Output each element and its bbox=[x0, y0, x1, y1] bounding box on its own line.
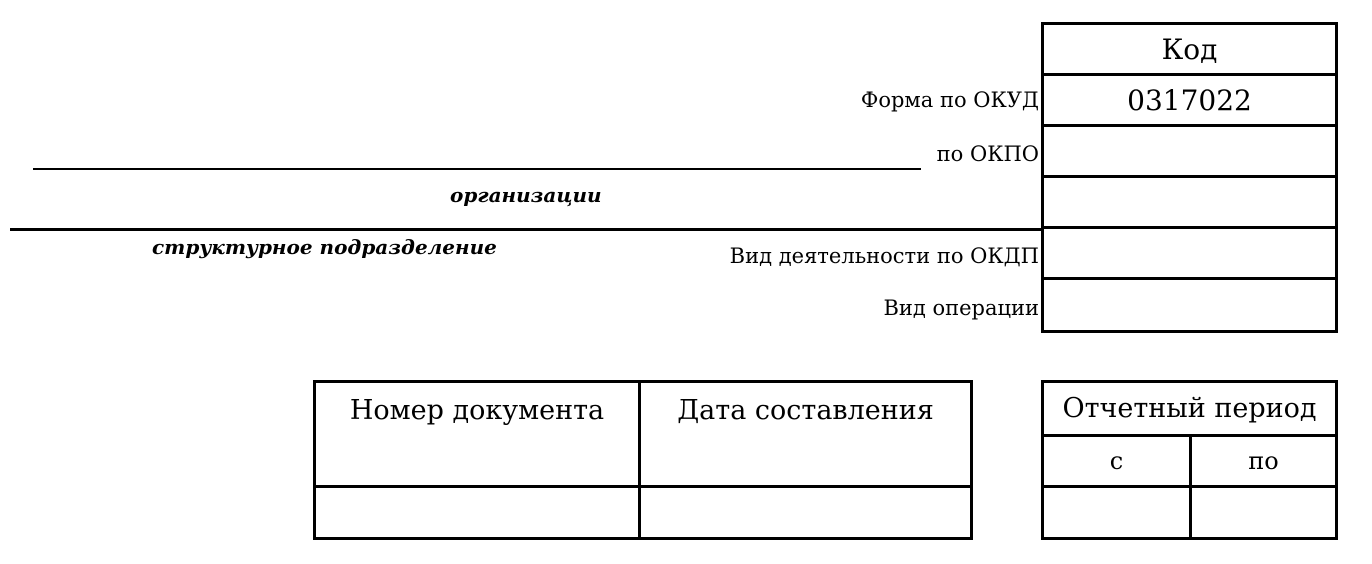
table-divider bbox=[638, 383, 641, 537]
okud-code-cell: 0317022 bbox=[1044, 76, 1335, 127]
reporting-period-table: Отчетный период с по bbox=[1041, 380, 1338, 540]
okud-label: Форма по ОКУД bbox=[860, 88, 1039, 112]
period-from-cell[interactable] bbox=[1044, 488, 1189, 537]
organization-caption: организации bbox=[450, 183, 602, 207]
subdivision-caption: структурное подразделение bbox=[152, 235, 497, 259]
subdivision-field-line[interactable] bbox=[10, 228, 1041, 231]
document-table: Номер документа Дата составления bbox=[313, 380, 973, 540]
doc-number-header: Номер документа bbox=[349, 395, 605, 426]
table-divider bbox=[1044, 434, 1335, 437]
code-header: Код bbox=[1044, 25, 1335, 76]
period-from-label: с bbox=[1109, 447, 1124, 475]
table-divider bbox=[316, 485, 970, 488]
period-to-cell[interactable] bbox=[1192, 488, 1335, 537]
doc-number-cell[interactable] bbox=[316, 488, 638, 537]
doc-date-header: Дата составления bbox=[677, 395, 934, 426]
period-to-label: по bbox=[1248, 447, 1279, 475]
okpo-code-cell[interactable] bbox=[1044, 127, 1335, 178]
okdp-label: Вид деятельности по ОКДП bbox=[729, 244, 1039, 268]
okdp-code-cell[interactable] bbox=[1044, 229, 1335, 280]
period-title: Отчетный период bbox=[1062, 393, 1317, 424]
code-column: Код 0317022 bbox=[1041, 22, 1338, 333]
operation-code-cell[interactable] bbox=[1044, 280, 1335, 331]
operation-label: Вид операции bbox=[883, 296, 1039, 320]
table-divider bbox=[1189, 437, 1192, 537]
subdivision-code-cell[interactable] bbox=[1044, 178, 1335, 229]
doc-date-cell[interactable] bbox=[641, 488, 970, 537]
organization-field-line[interactable] bbox=[33, 168, 921, 170]
okpo-label: по ОКПО bbox=[936, 142, 1039, 166]
